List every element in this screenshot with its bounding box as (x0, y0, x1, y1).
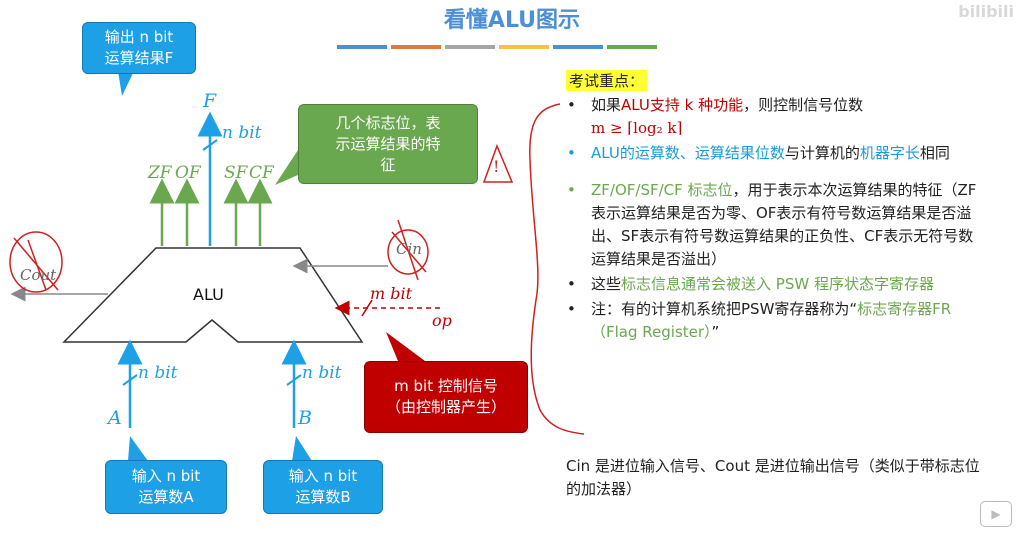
color-bar-2 (391, 45, 441, 49)
of-label: OF (175, 163, 201, 183)
exam-bullets: • 如果ALU支持 k 种功能，则控制信号位数 m ≥ ⌈log₂ k⌉ • A… (563, 94, 983, 346)
input-b-callout-line-2: 运算数B (295, 488, 351, 506)
warning-triangle (482, 143, 514, 183)
bullet-alu-functions: • 如果ALU支持 k 种功能，则控制信号位数 m ≥ ⌈log₂ k⌉ (567, 96, 864, 137)
bullet-5-text-c: ” (711, 323, 720, 341)
exam-key-label: 考试重点： (566, 70, 648, 91)
bullet-1-text-a: 如果 (591, 96, 622, 114)
bullet-2-text-d: 相同 (919, 144, 950, 162)
bullet-1-formula: m ≥ ⌈log₂ k⌉ (591, 119, 683, 137)
input-b-slash (286, 374, 302, 386)
bullet-flags: • ZF/OF/SF/CF 标志位，用于表示本次运算结果的特征（ZF表示运算结果… (567, 181, 977, 268)
output-nbit-label: n bit (222, 123, 262, 143)
bullet-3-text-a: ZF/OF/SF/CF 标志位 (591, 181, 733, 199)
bullet-flag-register: • 注：有的计算机系统把PSW寄存器称为“标志寄存器FR（Flag Regist… (567, 300, 952, 341)
mbit-label: m bit (370, 284, 413, 303)
bullet-1-text-c: ，则控制信号位数 (743, 96, 864, 114)
input-a-slash (122, 374, 138, 386)
control-callout-line-1: m bit 控制信号 (394, 377, 498, 395)
input-b-callout: 输入 n bit 运算数B (263, 460, 383, 514)
input-b-callout-line-1: 输入 n bit (288, 467, 358, 485)
color-bar-3 (445, 45, 495, 49)
bullet-3-text-b: ，用于表示本次运算结果的特征（ZF表示运算结果是否为零、OF表示有符号数运算结果… (591, 181, 977, 268)
op-label: op (432, 311, 452, 330)
output-callout-line-1: 输出 n bit (104, 28, 174, 46)
red-brace (529, 103, 585, 435)
bullet-4-text-b: 标志信息通常会被送入 PSW 程序状态字寄存器 (621, 275, 934, 293)
a-label: A (108, 407, 122, 429)
bullet-word-length: • ALU的运算数、运算结果位数与计算机的机器字长相同 (567, 144, 950, 162)
play-icon: ▶ (991, 507, 1001, 521)
bilibili-watermark: bilibili (958, 2, 1014, 21)
bullet-5-text-b: 标志寄存器FR（Flag Register） (591, 300, 952, 341)
cout-cross-2 (27, 239, 47, 291)
cin-circle (387, 229, 429, 275)
bullet-4-text-a: 这些 (591, 275, 622, 293)
output-callout: 输出 n bit 运算结果F (82, 22, 196, 74)
carry-footnote: Cin 是进位输入信号、Cout 是进位输出信号（类似于带标志位的加法器） (566, 457, 980, 498)
warning-exclaim: ! (493, 157, 500, 176)
control-callout: m bit 控制信号 （由控制器产生） (364, 361, 528, 433)
input-a-callout-line-2: 运算数A (138, 488, 194, 506)
input-b-callout-tail (292, 436, 312, 461)
op-slash (361, 299, 373, 317)
output-slash (202, 139, 218, 151)
control-callout-tail (386, 332, 425, 361)
bullet-psw: • 这些标志信息通常会被送入 PSW 程序状态字寄存器 (567, 275, 934, 293)
input-b-nbit-label: n bit (302, 363, 342, 383)
input-a-callout-line-1: 输入 n bit (131, 467, 201, 485)
flags-callout-line-3: 征 (380, 155, 396, 174)
flags-callout-line-2: 示运算结果的特 (335, 134, 441, 153)
color-bar-1 (337, 45, 387, 49)
cout-label: Cout (20, 266, 57, 284)
play-button[interactable]: ▶ (980, 501, 1012, 527)
zf-label: ZF (148, 163, 172, 183)
bullet-5-text-a: 注：有的计算机系统把PSW寄存器称为“ (591, 300, 858, 318)
bullet-2-text-b: 与计算机的 (784, 144, 860, 162)
output-callout-line-2: 运算结果F (104, 49, 174, 67)
input-a-nbit-label: n bit (138, 363, 178, 383)
flags-callout-line-1: 几个标志位，表 (335, 113, 441, 132)
sf-label: SF (224, 163, 248, 183)
alu-label: ALU (193, 285, 224, 304)
bullet-2-text-c: 机器字长 (859, 144, 920, 162)
flags-callout-tail (275, 150, 298, 185)
f-label: F (203, 90, 217, 112)
color-bar-4 (499, 45, 549, 49)
bullet-2-text-a: ALU的运算数、运算结果位数 (591, 144, 785, 162)
flags-callout: 几个标志位，表 示运算结果的特 征 (298, 104, 478, 184)
input-a-callout-tail (128, 436, 148, 461)
cf-label: CF (249, 163, 274, 183)
cin-label: Cin (396, 240, 422, 258)
output-callout-tail (118, 71, 134, 96)
color-bar-5 (553, 45, 603, 49)
control-callout-line-2: （由控制器产生） (385, 398, 506, 416)
page-title: 看懂ALU图示 (443, 8, 581, 33)
input-a-callout: 输入 n bit 运算数A (105, 460, 227, 514)
cout-circle (9, 231, 63, 293)
cin-cross-2 (397, 219, 419, 281)
color-bar-6 (607, 45, 657, 49)
b-label: B (298, 407, 312, 429)
bullet-1-text-b: ALU支持 k 种功能 (621, 96, 744, 114)
